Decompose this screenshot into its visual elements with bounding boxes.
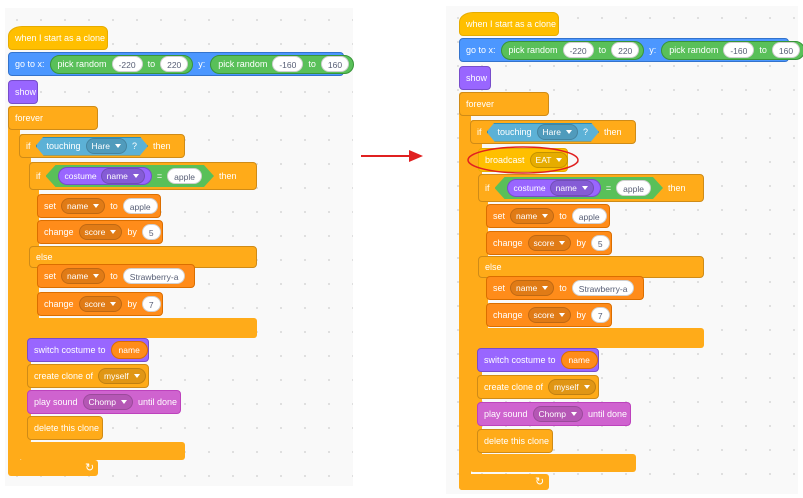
show-block[interactable]: show xyxy=(459,66,491,90)
if-touching-bottom xyxy=(470,454,636,472)
script-area-before: when I start as a clone go to x: pick ra… xyxy=(5,8,355,486)
right-arrow-icon xyxy=(361,150,423,162)
if-costume-bottom xyxy=(29,318,257,338)
else-block[interactable]: else xyxy=(478,256,704,278)
if-costume-bottom xyxy=(478,328,704,348)
show-block[interactable]: show xyxy=(8,80,38,104)
script-area-after: when I start as a clone go to x: pick ra… xyxy=(446,6,803,494)
highlight-circle xyxy=(467,146,579,174)
forever-block[interactable]: forever xyxy=(459,92,549,116)
when-start-clone-hat[interactable]: when I start as a clone xyxy=(459,12,559,36)
forever-bottom xyxy=(459,474,549,490)
loop-arrow-icon: ↻ xyxy=(535,476,545,488)
forever-frame xyxy=(459,92,471,490)
delete-clone-block[interactable]: delete this clone xyxy=(27,416,103,440)
if-touching-bottom xyxy=(19,442,185,460)
delete-clone-block[interactable]: delete this clone xyxy=(477,429,553,453)
forever-frame xyxy=(8,106,20,474)
when-start-clone-hat[interactable]: when I start as a clone xyxy=(8,26,108,50)
forever-block[interactable]: forever xyxy=(8,106,98,130)
forever-bottom xyxy=(8,460,98,476)
loop-arrow-icon: ↻ xyxy=(85,462,95,474)
